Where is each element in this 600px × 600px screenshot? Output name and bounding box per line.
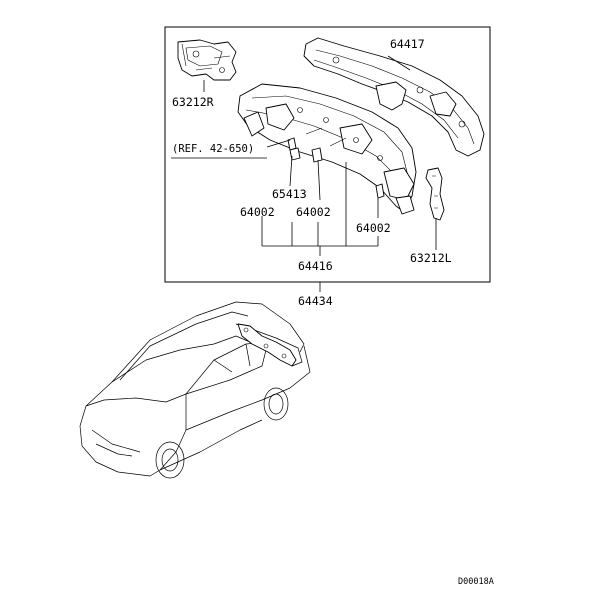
part-64002-drawing-c: [375, 183, 385, 199]
part-63212R-drawing: [177, 39, 237, 81]
part-64002-drawing-a: [289, 147, 301, 161]
label-64416: 64416: [298, 259, 333, 273]
label-64417: 64417: [390, 37, 425, 51]
label-63212L: 63212L: [410, 251, 452, 265]
part-64417-drawing: [303, 37, 485, 157]
vehicle-outline-drawing: [79, 301, 311, 479]
label-63212R: 63212R: [172, 95, 214, 109]
label-64002-c: 64002: [356, 221, 391, 235]
part-64002-drawing-b: [311, 147, 323, 163]
label-64434: 64434: [298, 294, 333, 308]
label-64002-b: 64002: [296, 205, 331, 219]
assembly-frame: [164, 26, 491, 283]
label-64002-a: 64002: [240, 205, 275, 219]
leader-lines: [171, 55, 437, 292]
label-ref-42-650: (REF. 42-650): [172, 143, 254, 155]
part-63212L-drawing: [425, 167, 445, 221]
part-64416-drawing: [237, 83, 417, 215]
part-65413-drawing: [287, 137, 297, 151]
drawing-code: D00018A: [458, 577, 494, 587]
label-65413: 65413: [272, 187, 307, 201]
